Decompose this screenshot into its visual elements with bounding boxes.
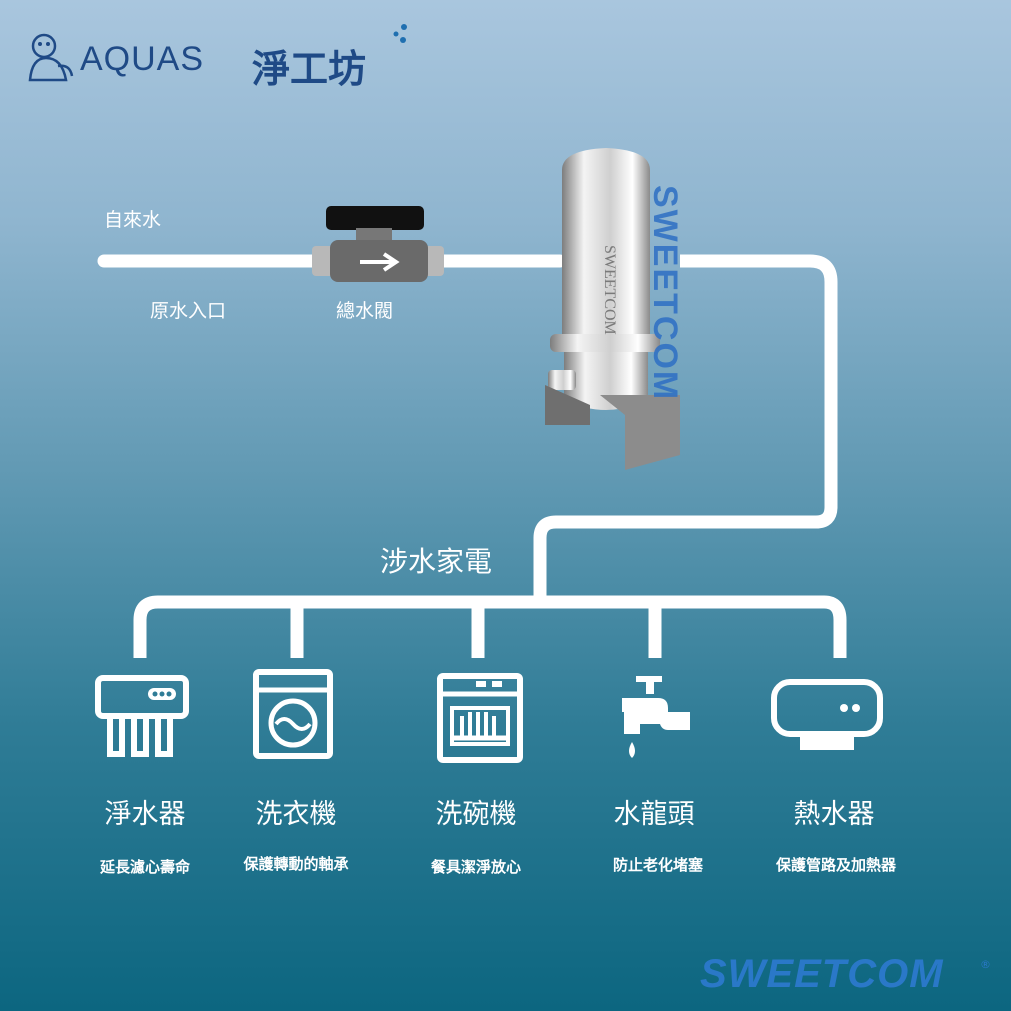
appliance-desc: 延長濾心壽命: [99, 858, 190, 876]
water-heater-icon: [771, 679, 883, 750]
appliance-name: 淨水器: [104, 799, 186, 830]
svg-text:SWEETCOM: SWEETCOM: [601, 245, 618, 335]
brand-name: AQUAS: [80, 40, 205, 78]
bubble-dots-icon: [393, 24, 407, 43]
source-label: 自來水: [104, 209, 162, 231]
filter-housing-icon: SWEETCOM: [545, 148, 680, 470]
appliance-name: 洗碗機: [435, 799, 517, 830]
valve-label: 總水閥: [336, 300, 394, 322]
branch-label: 涉水家電: [380, 545, 493, 578]
footer-brand: SWEETCOM: [700, 952, 944, 996]
dishwasher-icon: [437, 673, 523, 763]
appliance-name: 洗衣機: [255, 799, 337, 830]
registered-mark: ®: [980, 958, 991, 971]
entry-label: 原水入口: [150, 300, 227, 322]
appliance-desc: 保護轉動的軸承: [243, 855, 349, 873]
appliance-desc: 防止老化堵塞: [612, 856, 703, 874]
outlet-pipe: [533, 254, 838, 600]
branch-pipe: [133, 595, 847, 658]
valve-icon: [312, 206, 444, 282]
appliance-desc: 餐具潔淨放心: [430, 858, 521, 876]
appliance-name: 熱水器: [793, 799, 875, 830]
brand-name-cn: 淨工坊: [252, 47, 367, 91]
faucet-icon: [622, 676, 690, 758]
water-purifier-icon: [95, 675, 189, 757]
appliance-desc: 保護管路及加熱器: [775, 856, 896, 874]
mascot-logo-icon: [28, 33, 74, 82]
appliance-name: 水龍頭: [613, 799, 695, 830]
watermark: SWEETCOM: [646, 185, 684, 402]
washing-machine-icon: [253, 669, 333, 759]
